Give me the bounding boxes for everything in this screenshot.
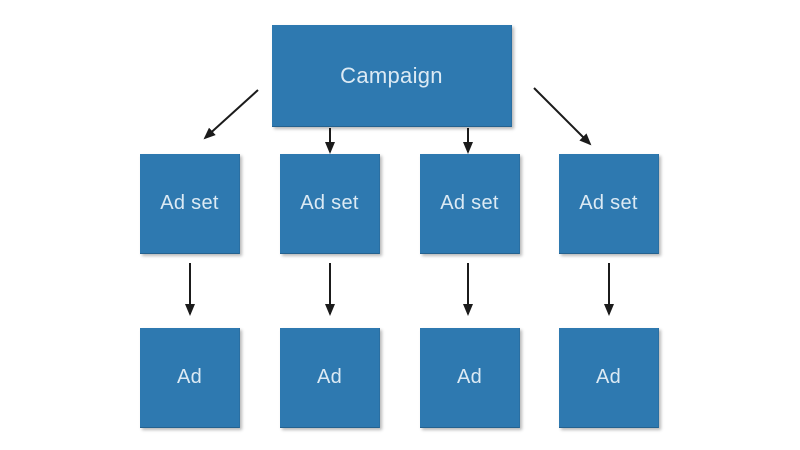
node-adset-2-label: Ad set	[300, 192, 359, 214]
node-adset-2: Ad set	[280, 154, 380, 254]
node-ad-3-label: Ad	[456, 366, 483, 388]
node-adset-3: Ad set	[420, 154, 520, 254]
node-ad-2-label: Ad	[316, 366, 343, 388]
node-adset-4-label: Ad set	[579, 192, 638, 214]
node-ad-1: Ad	[140, 328, 240, 428]
node-adset-1-label: Ad set	[160, 192, 219, 214]
node-ad-1-label: Ad	[176, 366, 203, 388]
node-ad-3: Ad	[420, 328, 520, 428]
node-ad-4: Ad	[559, 328, 659, 428]
node-ad-4-label: Ad	[595, 366, 622, 388]
node-campaign: Campaign	[272, 25, 512, 127]
node-ad-2: Ad	[280, 328, 380, 428]
arrow-campaign-to-adset-1	[203, 89, 259, 140]
node-adset-3-label: Ad set	[440, 192, 499, 214]
node-campaign-label: Campaign	[340, 62, 443, 88]
arrow-campaign-to-adset-4	[533, 87, 592, 146]
node-adset-4: Ad set	[559, 154, 659, 254]
node-adset-1: Ad set	[140, 154, 240, 254]
